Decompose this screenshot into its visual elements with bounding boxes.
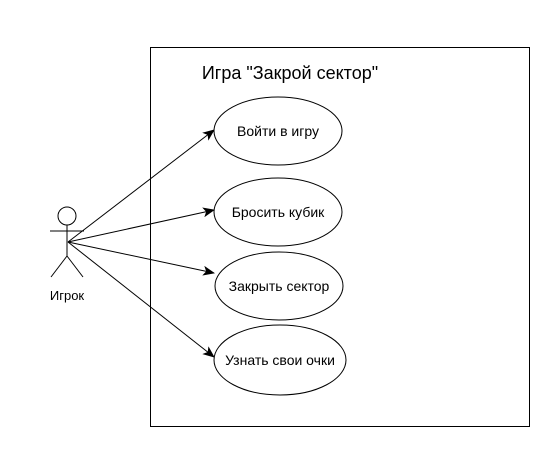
use-case-roll-dice[interactable]: Бросить кубик (213, 177, 343, 247)
use-case-label: Узнать свои очки (225, 352, 335, 368)
use-case-label: Войти в игру (237, 123, 319, 139)
use-case-label: Бросить кубик (232, 204, 325, 220)
association-line-close-sector[interactable] (67, 241, 215, 276)
system-title: Игра "Закрой сектор" (202, 63, 378, 83)
use-case-view-score[interactable]: Узнать свои очки (213, 324, 347, 396)
use-case-enter-game[interactable]: Войти в игру (213, 96, 343, 166)
use-case-close-sector[interactable]: Закрыть сектор (214, 251, 344, 321)
actor-stick-figure-icon (50, 206, 84, 278)
use-case-label: Закрыть сектор (229, 278, 330, 294)
actor-label: Игрок (50, 288, 85, 303)
association-line-view-score[interactable] (67, 241, 215, 358)
actor-player[interactable]: Игрок (50, 206, 85, 303)
association-line-enter-game[interactable] (67, 129, 215, 243)
associations (67, 129, 215, 358)
association-line-roll-dice[interactable] (67, 207, 215, 243)
